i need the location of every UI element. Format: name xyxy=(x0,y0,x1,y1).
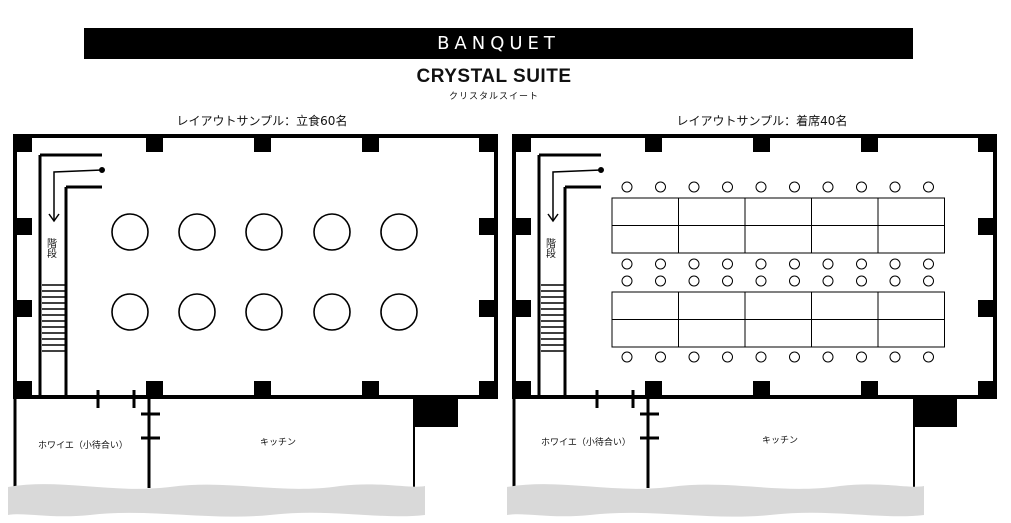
stairwell xyxy=(537,153,604,397)
foyer-label: ホワイエ（小待合い） xyxy=(541,436,631,448)
chair xyxy=(722,351,733,363)
round-table xyxy=(313,213,351,251)
chair xyxy=(789,275,800,287)
pillars xyxy=(15,136,496,427)
round-tables xyxy=(111,213,418,331)
chair xyxy=(755,258,767,270)
chair xyxy=(722,181,733,193)
chair xyxy=(822,351,834,363)
kitchen-label: キッチン xyxy=(260,437,296,448)
chair xyxy=(621,181,633,193)
chair xyxy=(923,181,934,193)
chair xyxy=(722,275,733,287)
chair xyxy=(688,275,700,287)
chair xyxy=(621,351,633,363)
chair xyxy=(655,181,666,193)
chair xyxy=(688,258,700,270)
doors xyxy=(595,390,659,440)
stairwell xyxy=(38,153,105,397)
chair xyxy=(889,181,901,193)
chair xyxy=(889,258,901,270)
chair xyxy=(722,258,733,270)
chair xyxy=(822,258,834,270)
pillars xyxy=(514,136,995,427)
round-table xyxy=(245,213,283,251)
chair xyxy=(789,258,800,270)
chair xyxy=(755,351,767,363)
stair-steps xyxy=(42,284,66,352)
foyer-label: ホワイエ（小待合い） xyxy=(38,439,128,451)
chair xyxy=(856,181,867,193)
cut-line-wave xyxy=(507,484,924,517)
round-table xyxy=(380,293,418,331)
chair xyxy=(755,181,767,193)
round-table xyxy=(245,293,283,331)
chair xyxy=(822,275,834,287)
chair xyxy=(856,351,867,363)
chair xyxy=(688,181,700,193)
round-table xyxy=(178,293,216,331)
chair xyxy=(621,258,633,270)
chair xyxy=(889,351,901,363)
chair xyxy=(923,258,934,270)
room-walls xyxy=(512,134,997,488)
chair xyxy=(655,351,666,363)
venue-subtitle: クリスタルスイート xyxy=(448,92,539,102)
chair xyxy=(755,275,767,287)
chair xyxy=(856,258,867,270)
chair xyxy=(621,275,633,287)
chair xyxy=(655,275,666,287)
seated-tables-and-chairs xyxy=(611,181,945,363)
plan-caption-seated: レイアウトサンプル：着席40名 xyxy=(676,114,848,128)
chair xyxy=(655,258,666,270)
round-table xyxy=(111,293,149,331)
chair xyxy=(889,275,901,287)
stair-steps xyxy=(541,284,565,352)
chair xyxy=(789,181,800,193)
round-table xyxy=(313,293,351,331)
stair-label: 階段 xyxy=(45,238,57,259)
round-table xyxy=(380,213,418,251)
chair xyxy=(789,351,800,363)
chair xyxy=(822,181,834,193)
banquet-banner: BANQUET xyxy=(84,28,913,59)
cut-line-wave xyxy=(8,484,425,517)
chair xyxy=(923,275,934,287)
venue-title: CRYSTAL SUITE xyxy=(416,66,572,87)
chair xyxy=(688,351,700,363)
round-table xyxy=(111,213,149,251)
round-table xyxy=(178,213,216,251)
chair xyxy=(856,275,867,287)
plan-caption-standing: レイアウトサンプル：立食60名 xyxy=(176,114,348,128)
kitchen-label: キッチン xyxy=(762,435,798,446)
chair xyxy=(923,351,934,363)
stair-label: 階段 xyxy=(544,238,556,259)
doors xyxy=(96,390,160,440)
